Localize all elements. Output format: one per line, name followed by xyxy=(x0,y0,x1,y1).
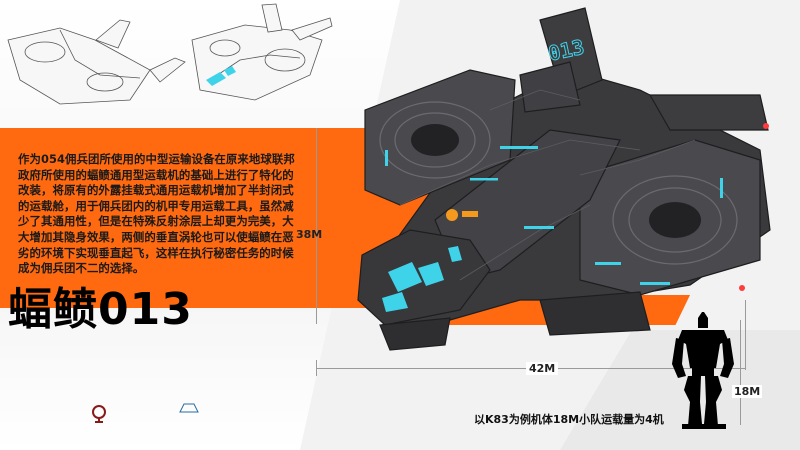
mech-silhouette xyxy=(672,312,734,429)
page-title: 蝠鲼013 xyxy=(8,284,193,335)
devout-workshop-logo xyxy=(82,404,116,436)
width-dimension-line xyxy=(316,128,317,324)
mingyun-logo xyxy=(154,402,224,436)
length-dimension-tick-left xyxy=(316,360,317,376)
description-text: 作为054佣兵团所使用的中型运输设备在原来地球联邦政府所使用的蝠鲼通用型运载机的… xyxy=(18,152,295,276)
concept-sketches xyxy=(7,3,333,105)
mech-height-line xyxy=(740,320,741,425)
devout-emblem-icon xyxy=(92,405,106,423)
length-dimension-label: 42M xyxy=(526,362,559,375)
aircraft-illustration: 013 xyxy=(357,7,771,351)
mech-height-label: 18M xyxy=(732,385,763,398)
width-dimension-label: 38M xyxy=(296,228,323,241)
length-dimension-tick-right xyxy=(745,300,746,370)
capacity-caption: 以K83为例机体18M小队运载量为4机 xyxy=(474,413,664,426)
mingyun-emblem-icon xyxy=(179,403,199,413)
